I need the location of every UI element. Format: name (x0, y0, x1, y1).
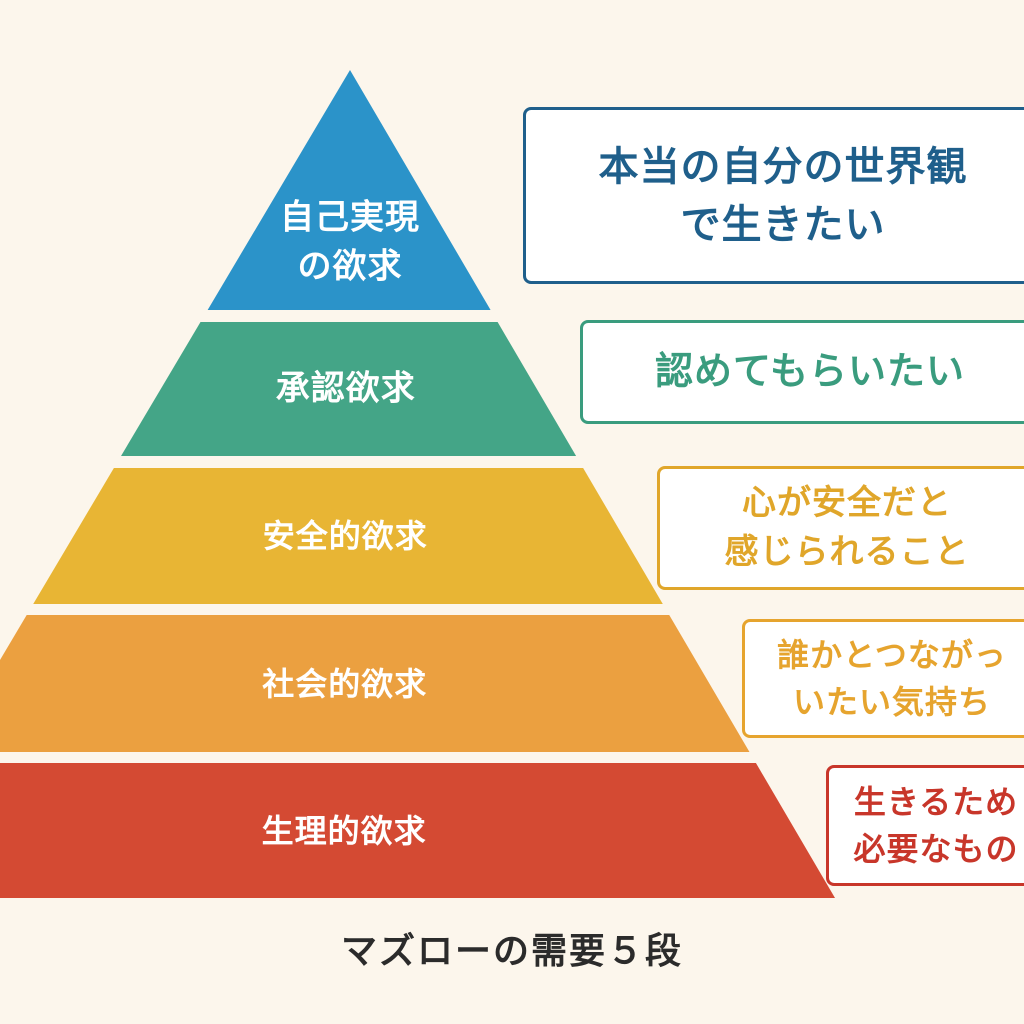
callout-line: 必要なもの (853, 829, 1019, 868)
level-label-line: の欲求 (297, 247, 403, 287)
pyramid-level-safety (33, 468, 663, 604)
callout-line: 心が安全だと (742, 482, 952, 523)
callout-line: 認めてもらいたい (654, 349, 966, 394)
level-label-line: 承認欲求 (275, 368, 416, 409)
callout-line: 本当の自分の世界観 (598, 143, 968, 190)
level-label-physiological: 生理的欲求 (262, 807, 427, 853)
callout-physiological: 生きるため必要なもの (826, 765, 1024, 886)
callout-line: 生きるため (853, 783, 1019, 822)
level-label-safety: 安全的欲求 (263, 513, 428, 559)
callout-line: いたい気持ち (792, 682, 991, 721)
callout-social: 誰かとつながっいたい気持ち (742, 619, 1024, 738)
level-label-social: 社会的欲求 (262, 660, 427, 706)
callout-line: 誰かとつながっ (777, 636, 1007, 675)
pyramid-level-self-actualization (207, 70, 491, 310)
callout-self-actualization: 本当の自分の世界観で生きたい (523, 107, 1024, 284)
callout-safety: 心が安全だと感じられること (657, 466, 1024, 590)
level-label-line: 自己実現 (280, 197, 420, 238)
pyramid-level-physiological (0, 763, 835, 898)
callout-line: 感じられること (724, 532, 970, 572)
level-label-self-actualization: 自己実現の欲求 (280, 194, 420, 293)
level-label-line: 社会的欲求 (262, 664, 428, 703)
level-label-line: 生理的欲求 (261, 811, 427, 850)
callout-line: で生きたい (680, 201, 886, 248)
callout-esteem: 認めてもらいたい (580, 320, 1024, 424)
level-label-esteem: 承認欲求 (276, 364, 416, 413)
pyramid-level-social (0, 615, 750, 752)
pyramid-level-esteem (121, 322, 577, 456)
diagram-caption: マズローの需要５段 (340, 931, 683, 972)
level-label-line: 安全的欲求 (262, 516, 428, 555)
